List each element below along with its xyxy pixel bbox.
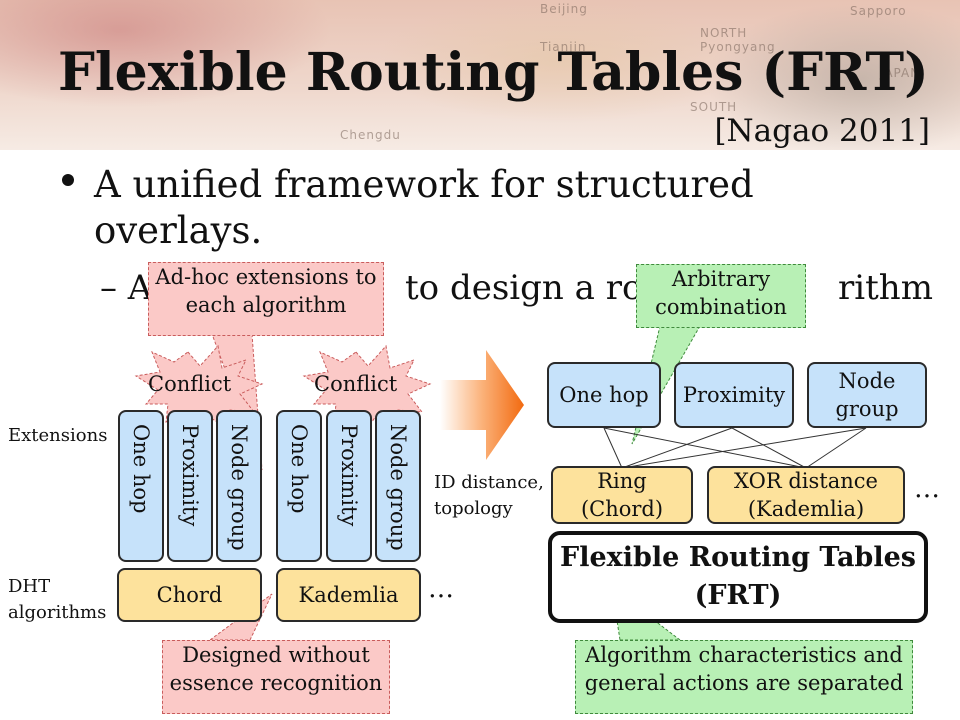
sub-bullet-start: – A bbox=[100, 268, 153, 308]
kademlia-onehop-extension: One hop bbox=[276, 410, 322, 562]
kademlia-nodegroup-extension: Node group bbox=[375, 410, 421, 562]
extension-label: Proximity bbox=[337, 424, 361, 527]
bullet-dot bbox=[62, 174, 74, 186]
chord-proximity-extension: Proximity bbox=[167, 410, 213, 562]
sub-bullet-middle: to design a rou bbox=[405, 268, 665, 308]
map-decoration: Tianjin bbox=[540, 40, 587, 54]
map-decoration: Sapporo bbox=[850, 4, 907, 18]
chord-algorithm: Chord bbox=[117, 568, 262, 622]
map-decoration: NORTH bbox=[700, 26, 748, 40]
map-decoration: Pyongyang bbox=[700, 40, 776, 54]
citation: [Nagao 2011] bbox=[714, 113, 930, 149]
kademlia-proximity-extension: Proximity bbox=[326, 410, 372, 562]
header-banner: Beijing NORTH Pyongyang SOUTH JAPAN Sapp… bbox=[0, 0, 960, 150]
proximity-extension: Proximity bbox=[674, 362, 794, 428]
map-decoration: Beijing bbox=[540, 2, 588, 16]
chord-onehop-extension: One hop bbox=[118, 410, 164, 562]
left-ellipsis: … bbox=[428, 574, 454, 604]
map-decoration: JAPAN bbox=[880, 66, 921, 80]
slide-title: Flexible Routing Tables (FRT) bbox=[58, 42, 929, 103]
xor-kademlia-distance: XOR distance (Kademlia) bbox=[707, 466, 905, 524]
sub-bullet-end: rithm bbox=[838, 268, 933, 308]
chord-nodegroup-extension: Node group bbox=[216, 410, 262, 562]
extension-label: Node group bbox=[227, 424, 251, 551]
adhoc-extensions-callout: Ad-hoc extensions to each algorithm bbox=[148, 262, 384, 336]
arbitrary-combination-callout: Arbitrary combination bbox=[636, 264, 806, 328]
map-decoration: SOUTH bbox=[690, 100, 738, 114]
main-bullet: A unified framework for structured overl… bbox=[94, 163, 754, 252]
frt-box: Flexible Routing Tables (FRT) bbox=[548, 531, 928, 623]
separation-callout: Algorithm characteristics and general ac… bbox=[575, 640, 913, 714]
right-ellipsis: … bbox=[914, 474, 940, 504]
extension-label: Node group bbox=[386, 424, 410, 551]
kademlia-algorithm: Kademlia bbox=[276, 568, 421, 622]
ring-chord-distance: Ring (Chord) bbox=[551, 466, 693, 524]
designed-without-callout: Designed without essence recognition bbox=[162, 640, 390, 714]
map-decoration: Chengdu bbox=[340, 128, 401, 142]
nodegroup-extension: Node group bbox=[807, 362, 927, 428]
conflict-label: Conflict bbox=[314, 372, 398, 396]
extension-label: Proximity bbox=[178, 424, 202, 527]
extensions-row-label: Extensions bbox=[8, 425, 108, 446]
extension-label: One hop bbox=[287, 424, 311, 514]
combination-lines bbox=[603, 427, 867, 469]
onehop-extension: One hop bbox=[547, 362, 661, 428]
id-distance-label: ID distance, topology bbox=[434, 472, 544, 519]
conflict-label: Conflict bbox=[148, 372, 232, 396]
transform-arrow bbox=[440, 350, 524, 460]
extension-label: One hop bbox=[129, 424, 153, 514]
dht-row-label: DHT algorithms bbox=[8, 576, 107, 623]
